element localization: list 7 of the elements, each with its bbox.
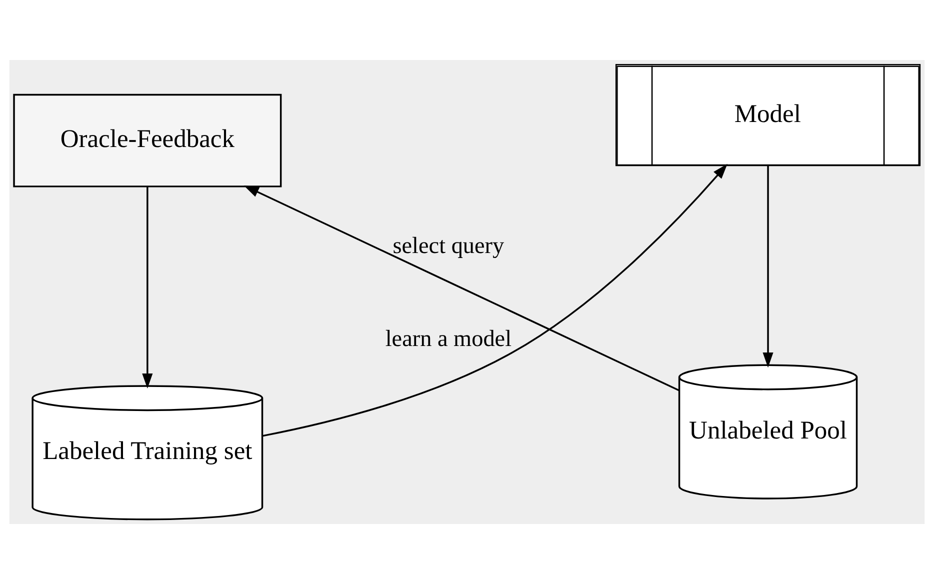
edge-label: select query: [392, 233, 504, 260]
arrow: [762, 166, 773, 368]
arrow: [262, 164, 727, 437]
arrow: [243, 185, 680, 392]
edge-label: learn a model: [384, 326, 512, 352]
arrow: [142, 186, 152, 389]
node-box: Oracle-Feedback: [12, 94, 282, 188]
